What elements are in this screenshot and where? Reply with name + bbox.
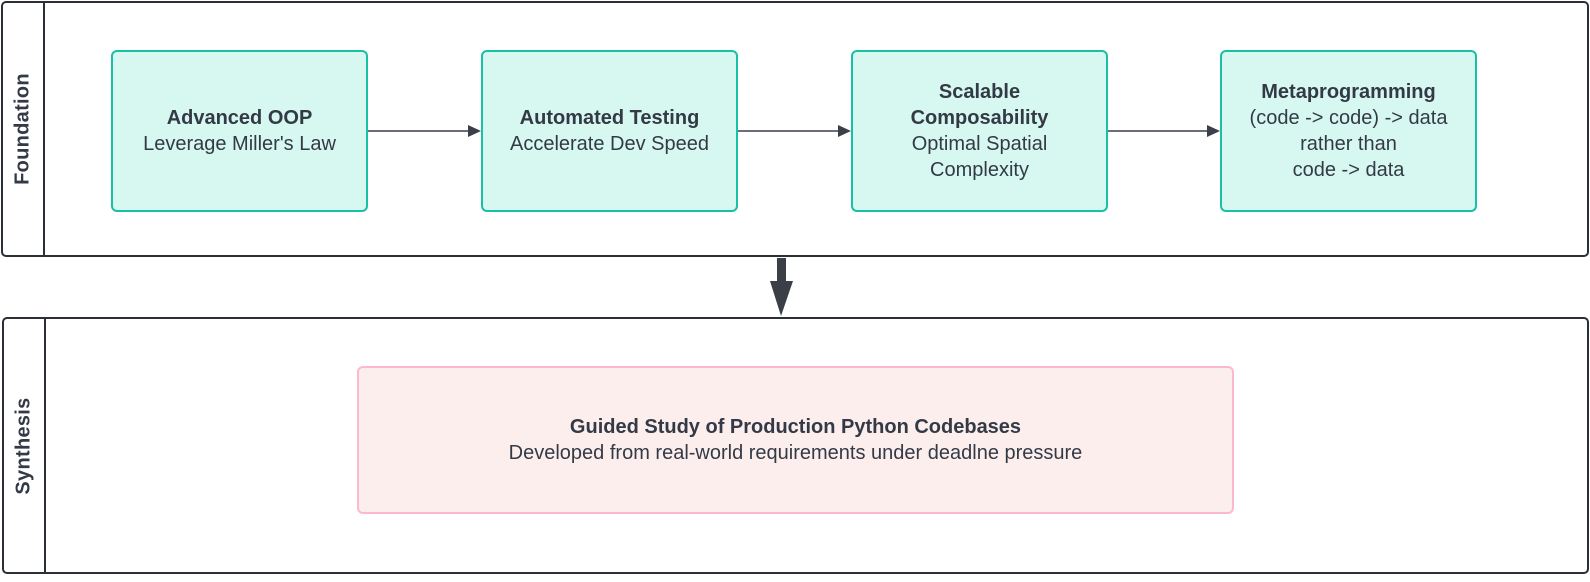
- node-advanced-oop[interactable]: Advanced OOP Leverage Miller's Law: [111, 50, 368, 212]
- node-metaprogramming[interactable]: Metaprogramming (code -> code) -> data r…: [1220, 50, 1477, 212]
- node-body: Optimal Spatial: [911, 133, 1048, 155]
- lane-label-foundation: Foundation: [11, 73, 34, 185]
- node-automated-testing[interactable]: Automated Testing Accelerate Dev Speed: [481, 50, 738, 212]
- node-title: Guided Study of Production Python Codeba…: [569, 416, 1022, 438]
- node-body: Accelerate Dev Speed: [509, 133, 709, 155]
- node-guided-study[interactable]: Guided Study of Production Python Codeba…: [357, 366, 1234, 514]
- node-body: Leverage Miller's Law: [143, 133, 336, 155]
- node-title: Metaprogramming: [1261, 81, 1436, 103]
- node-body: rather than: [1300, 133, 1397, 155]
- lane-header-synthesis: Synthesis: [4, 319, 46, 572]
- node-body: Complexity: [930, 159, 1029, 181]
- node-title: Composability: [910, 107, 1049, 129]
- lane-label-synthesis: Synthesis: [12, 396, 35, 495]
- node-scalable-composability[interactable]: Scalable Composability Optimal Spatial C…: [851, 50, 1108, 212]
- arrow-foundation-to-synthesis: [770, 258, 793, 316]
- node-title: Automated Testing: [519, 107, 700, 129]
- node-body: (code -> code) -> data: [1249, 107, 1448, 129]
- node-title: Scalable: [938, 81, 1021, 103]
- node-body: Developed from real-world requirements u…: [508, 442, 1083, 464]
- node-body: code -> data: [1292, 159, 1405, 181]
- node-title: Advanced OOP: [166, 107, 313, 129]
- lane-header-foundation: Foundation: [3, 3, 45, 255]
